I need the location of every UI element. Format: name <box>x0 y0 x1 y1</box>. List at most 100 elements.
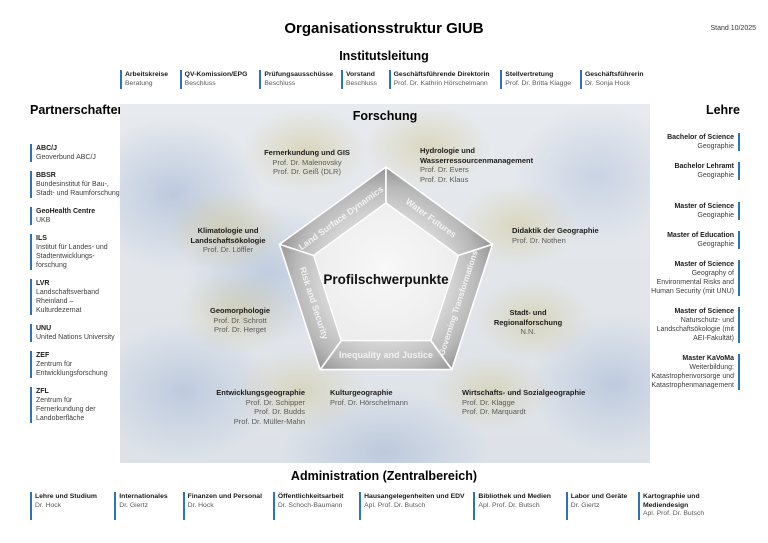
lehre-item-msc-geographie: Master of Science Geographie <box>650 202 740 220</box>
page-title: Organisationsstruktur GIUB <box>284 20 484 37</box>
group-didaktik: Didaktik der Geographie Prof. Dr. Nothen <box>512 226 632 245</box>
box-sub: Dr. Schoch-Baumann <box>277 501 343 509</box>
partner-abbr: GeoHealth Centre <box>36 208 96 215</box>
partner-desc: Zentrum für Entwicklungsforschung <box>36 361 108 377</box>
partner-item-lvr: LVR Landschaftsverband Rheinland – Kultu… <box>30 279 120 315</box>
lehre-column: Lehre Bachelor of Science Geographie Bac… <box>650 103 740 401</box>
partner-desc: Bundesinstitut für Bau-, Stadt- und Raum… <box>36 181 120 197</box>
partner-item-zef: ZEF Zentrum für Entwicklungsforschung <box>30 351 120 378</box>
box-label: Hausangelegenheiten und EDV <box>364 493 465 500</box>
forschung-heading: Forschung <box>352 109 418 123</box>
degree-label: Master KaVoMa <box>682 355 734 362</box>
box-bibliothek-und-medien: Bibliothek und Medien Apl. Prof. Dr. But… <box>473 492 561 520</box>
institutsleitung-row: Arbeitskreise Beratung QV-Komission/EPG … <box>120 70 650 89</box>
degree-desc: Naturschutz- und Landschaftsökologie (mi… <box>656 317 734 342</box>
administration-row: Lehre und Studium Dr. Hock International… <box>30 492 742 520</box>
partner-abbr: ZEF <box>36 352 50 359</box>
group-person: Prof. Dr. Evers <box>420 165 469 174</box>
group-title: Klimatologie und Landschaftsökologie <box>190 226 266 245</box>
group-person: Prof. Dr. Löffler <box>202 245 254 254</box>
partner-item-geohealth: GeoHealth Centre UKB <box>30 207 120 225</box>
box-sub: Dr. Hock <box>35 501 62 509</box>
box-label: Internationales <box>119 493 168 500</box>
group-geomorphologie: Geomorphologie Prof. Dr. Schrott Prof. D… <box>190 306 290 335</box>
box-pruefungsausschuesse: Prüfungsausschüsse Beschluss <box>259 70 337 89</box>
group-person: Prof. Dr. Malenovsky <box>272 157 342 167</box>
partner-item-abcj: ABC/J Geoverbund ABC/J <box>30 144 120 162</box>
group-fernerkundung-und-gis: Fernerkundung und GIS Prof. Dr. Malenovs… <box>247 148 367 177</box>
lehre-item-med: Master of Education Geographie <box>650 231 740 249</box>
group-title: Didaktik der Geographie <box>512 226 599 235</box>
forschung-panel: Forschung <box>120 104 650 463</box>
box-internationales: Internationales Dr. Giertz <box>114 492 178 520</box>
box-finanzen-und-personal: Finanzen und Personal Dr. Hock <box>182 492 269 520</box>
group-title: Hydrologie und Wasserressourcenmanagemen… <box>420 146 534 165</box>
box-label: Vorstand <box>345 71 375 78</box>
degree-label: Master of Science <box>674 203 734 210</box>
group-person: Prof. Dr. Budds <box>254 407 305 416</box>
box-sub: Prof. Dr. Britta Klagge <box>505 79 572 87</box>
box-sub: Beratung <box>125 79 153 87</box>
pentagon-inner <box>312 202 460 342</box>
pentagon-center-label: Profilschwerpunkte <box>323 272 449 287</box>
degree-desc: Geographie <box>697 172 734 179</box>
box-stellvertretung: Stellvertretung Prof. Dr. Britta Klagge <box>500 70 576 89</box>
ribbon-label-inequality-and-justice: Inequality and Justice <box>339 350 433 360</box>
partner-abbr: ILS <box>36 235 47 242</box>
partner-abbr: UNU <box>36 325 52 332</box>
degree-label: Master of Education <box>667 232 734 239</box>
group-stadt-regionalforschung: Stadt- und Regionalforschung N.N. <box>483 308 573 337</box>
box-label: QV-Komission/EPG <box>184 71 248 78</box>
lehre-item-msc-naturschutz: Master of Science Naturschutz- und Lands… <box>650 307 740 343</box>
group-title: Stadt- und Regionalforschung <box>493 308 563 327</box>
box-oeffentlichkeitsarbeit: Öffentlichkeitsarbeit Dr. Schoch-Baumann <box>272 492 355 520</box>
group-person: Prof. Dr. Schrott <box>213 315 267 325</box>
partner-abbr: BBSR <box>36 172 56 179</box>
group-person: Prof. Dr. Nothen <box>512 235 566 245</box>
box-geschaeftsfuehrende-direktorin: Geschäftsführende Direktorin Prof. Dr. K… <box>388 70 497 89</box>
box-labor-und-geraete: Labor und Geräte Dr. Giertz <box>565 492 634 520</box>
degree-label: Master of Science <box>674 308 734 315</box>
group-person: N.N. <box>520 327 536 336</box>
group-title: Kulturgeographie <box>330 388 393 397</box>
box-label: Finanzen und Personal <box>187 493 262 500</box>
box-sub: Dr. Sonja Hock <box>584 79 631 87</box>
box-sub: Beschluss <box>345 79 377 87</box>
group-person: Prof. Dr. Marquardt <box>462 407 526 416</box>
partner-desc: Landschaftsverband Rheinland – Kulturdez… <box>36 289 100 314</box>
box-sub: Prof. Dr. Kathrin Hörschelmann <box>393 79 488 87</box>
group-kulturgeographie: Kulturgeographie Prof. Dr. Hörschelmann <box>330 388 440 407</box>
box-label: Kartographie und Mediendesign <box>642 493 700 509</box>
partner-abbr: ABC/J <box>36 145 58 152</box>
partner-item-ils: ILS Institut für Landes- und Stadtentwic… <box>30 234 120 270</box>
box-label: Prüfungsausschüsse <box>264 71 334 78</box>
profilschwerpunkte-pentagon: Land Surface Dynamics Water Futures Gove… <box>278 166 494 371</box>
box-kartographie-mediendesign: Kartographie und Mediendesign Apl. Prof.… <box>637 492 742 520</box>
partner-abbr: LVR <box>36 280 50 287</box>
box-qv-komission: QV-Komission/EPG Beschluss <box>179 70 256 89</box>
box-label: Öffentlichkeitsarbeit <box>277 493 344 500</box>
partner-desc: UKB <box>36 217 51 224</box>
group-person: Prof. Dr. Hörschelmann <box>330 397 408 407</box>
box-label: Geschäftsführende Direktorin <box>393 71 490 78</box>
box-label: Lehre und Studium <box>35 493 97 500</box>
lehre-item-lehramt: Bachelor Lehramt Geographie <box>650 162 740 180</box>
box-lehre-und-studium: Lehre und Studium Dr. Hock <box>30 492 110 520</box>
administration-heading: Administration (Zentralbereich) <box>290 469 478 483</box>
partner-item-bbsr: BBSR Bundesinstitut für Bau-, Stadt- und… <box>30 171 120 198</box>
lehre-heading: Lehre <box>705 103 740 117</box>
degree-desc: Geography of Environmental Risks and Hum… <box>651 270 734 295</box>
group-person: Prof. Dr. Klaus <box>420 174 469 184</box>
lehre-item-kavoma: Master KaVoMa Weiterbildung: Katastrophe… <box>650 354 740 390</box>
group-title: Wirtschafts- und Sozialgeographie <box>462 388 586 397</box>
box-label: Stellvertretung <box>505 71 554 78</box>
group-title: Entwicklungsgeographie <box>216 388 305 397</box>
box-sub: Apl. Prof. Dr. Butsch <box>364 501 426 509</box>
degree-desc: Geographie <box>697 241 734 248</box>
partner-item-zfl: ZFL Zentrum für Fernerkundung der Landob… <box>30 387 120 423</box>
partnerschaften-heading: Partnerschaften <box>30 103 126 117</box>
institutsleitung-heading: Institutsleitung <box>339 49 429 63</box>
group-wirtschafts-sozialgeographie: Wirtschafts- und Sozialgeographie Prof. … <box>462 388 607 417</box>
box-label: Arbeitskreise <box>125 71 169 78</box>
